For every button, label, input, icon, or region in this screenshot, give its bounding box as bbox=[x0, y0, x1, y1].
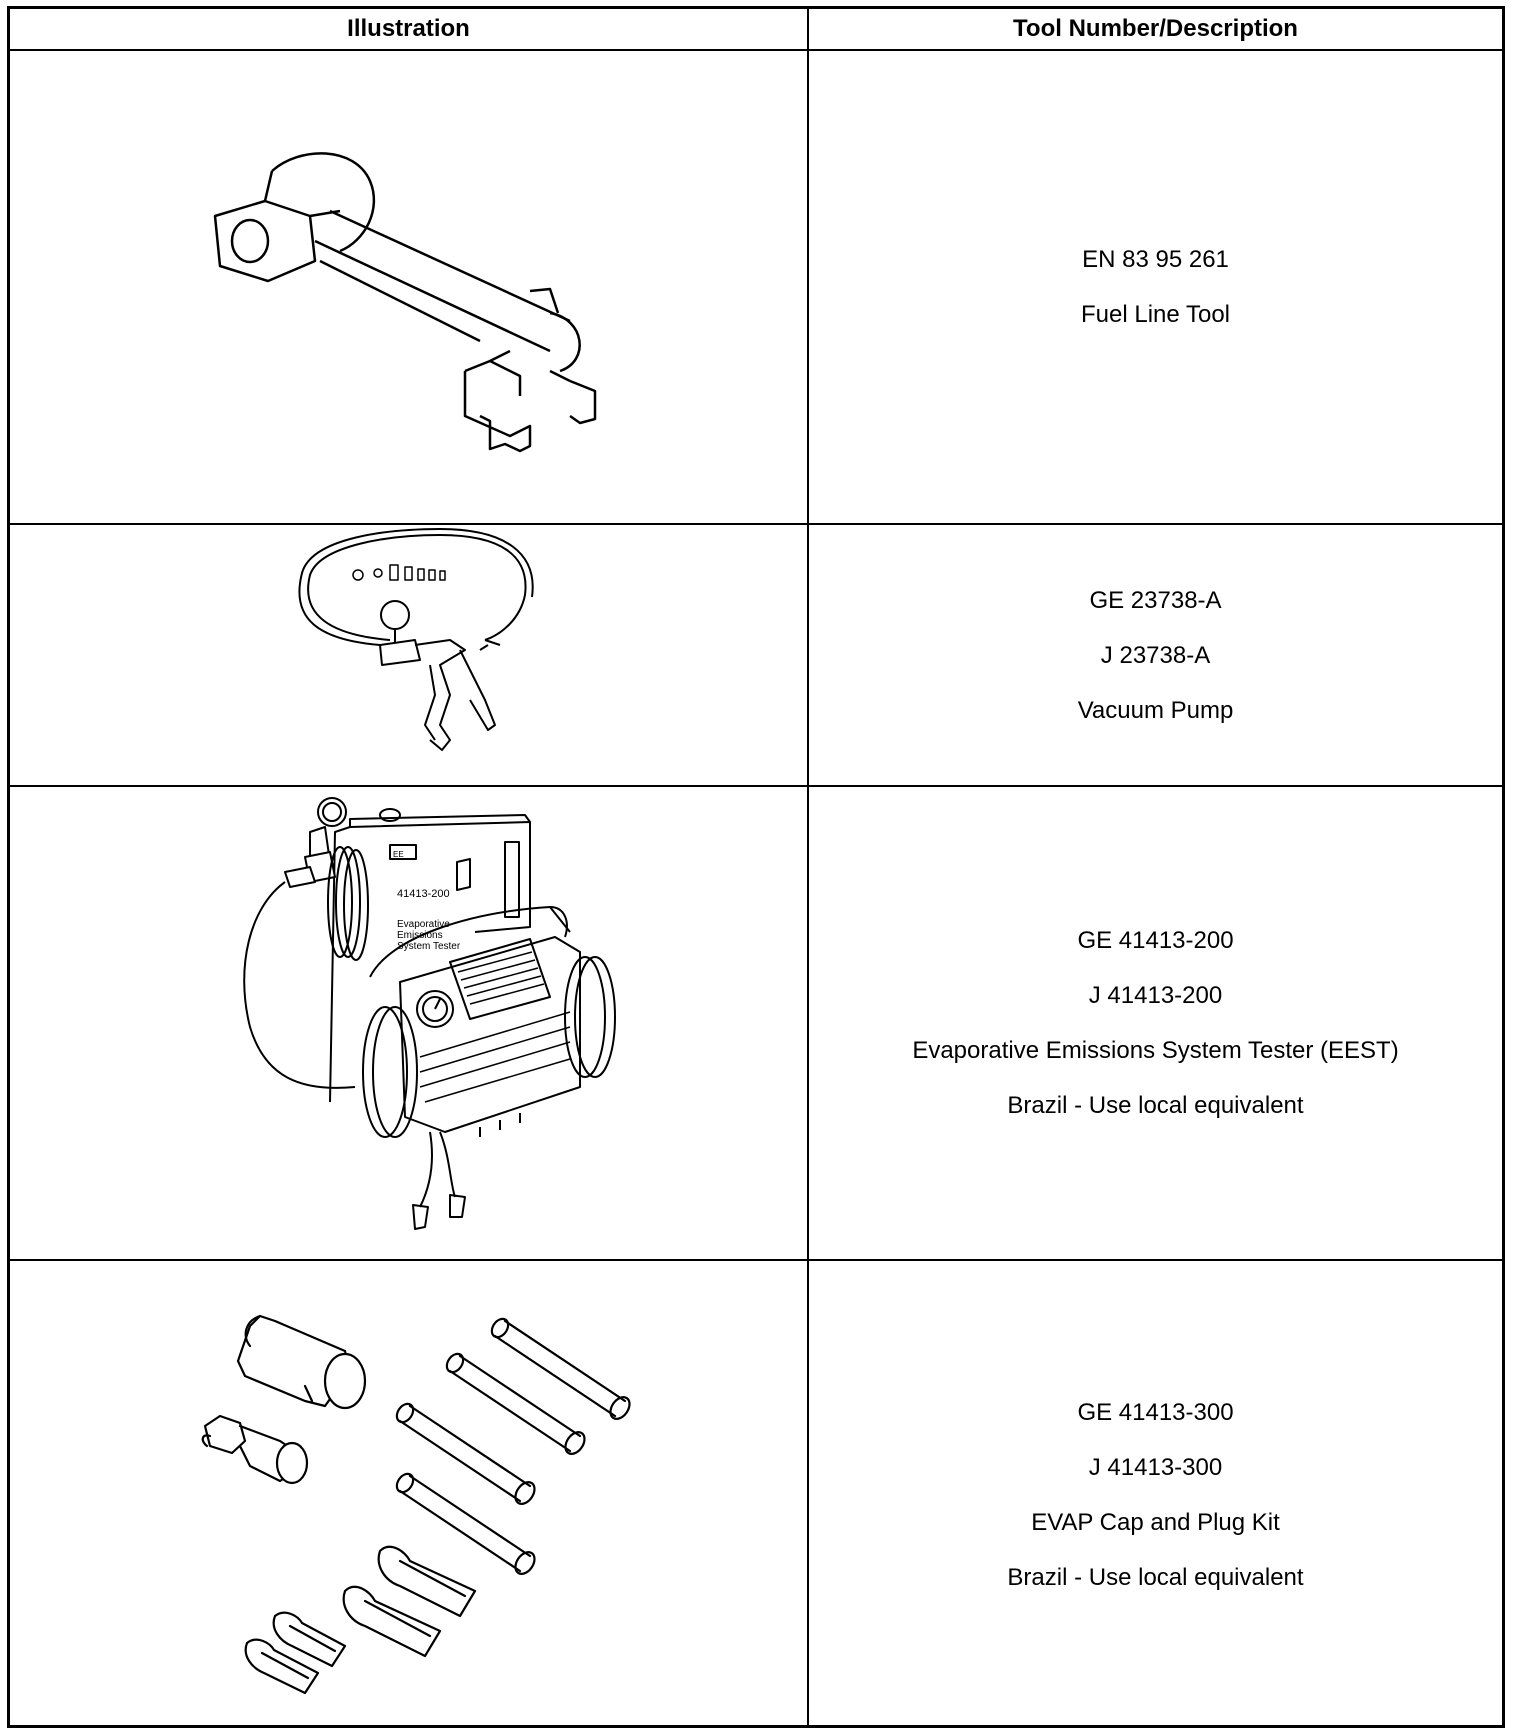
illustration-cell: EE 41413-200 Evaporative Emissions Syste… bbox=[10, 787, 809, 1259]
tool-number: J 41413-200 bbox=[1088, 982, 1223, 1009]
tool-note: Brazil - Use local equivalent bbox=[1007, 1563, 1304, 1591]
device-model-label: 41413-200 bbox=[397, 888, 450, 900]
illustration-cell bbox=[10, 51, 809, 523]
tool-number: GE 23738-A bbox=[1089, 586, 1222, 614]
device-text-line: Evaporative bbox=[397, 919, 450, 930]
tool-table: Illustration Tool Number/Description bbox=[7, 6, 1505, 1728]
description-cell: EN 83 95 261 Fuel Line Tool bbox=[809, 51, 1502, 523]
tool-description: EVAP Cap and Plug Kit bbox=[1031, 1508, 1280, 1536]
table-row: GE 41413-300 J 41413-300 EVAP Cap and Pl… bbox=[10, 1261, 1502, 1728]
tool-note: Brazil - Use local equivalent bbox=[1007, 1092, 1304, 1119]
tool-number: GE 41413-300 bbox=[1077, 1398, 1234, 1426]
fuel-line-tool-icon bbox=[10, 51, 807, 523]
tool-description: Vacuum Pump bbox=[1077, 696, 1234, 724]
header-illustration: Illustration bbox=[10, 9, 809, 49]
description-cell: GE 41413-300 J 41413-300 EVAP Cap and Pl… bbox=[809, 1261, 1502, 1728]
svg-text:EE: EE bbox=[393, 850, 404, 859]
evap-tester-icon: EE 41413-200 Evaporative Emissions Syste… bbox=[10, 787, 807, 1259]
tool-number: J 23738-A bbox=[1100, 641, 1211, 669]
vacuum-pump-icon bbox=[10, 525, 807, 785]
table-header-row: Illustration Tool Number/Description bbox=[10, 9, 1502, 51]
header-tool-description: Tool Number/Description bbox=[1013, 15, 1298, 42]
cap-plug-kit-icon bbox=[10, 1261, 807, 1726]
illustration-cell bbox=[10, 1261, 809, 1728]
table-row: EN 83 95 261 Fuel Line Tool bbox=[10, 51, 1502, 525]
tool-description: Fuel Line Tool bbox=[1081, 301, 1230, 328]
description-cell: GE 23738-A J 23738-A Vacuum Pump bbox=[809, 525, 1502, 785]
tool-number: EN 83 95 261 bbox=[1082, 246, 1229, 273]
tool-number: J 41413-300 bbox=[1088, 1453, 1223, 1481]
table-row: EE 41413-200 Evaporative Emissions Syste… bbox=[10, 787, 1502, 1261]
tool-description: Evaporative Emissions System Tester (EES… bbox=[912, 1037, 1399, 1064]
illustration-cell bbox=[10, 525, 809, 785]
device-text-line: System Tester bbox=[397, 941, 461, 952]
tool-number: GE 41413-200 bbox=[1077, 927, 1234, 954]
description-cell: GE 41413-200 J 41413-200 Evaporative Emi… bbox=[809, 787, 1502, 1259]
table-row: GE 23738-A J 23738-A Vacuum Pump bbox=[10, 525, 1502, 787]
